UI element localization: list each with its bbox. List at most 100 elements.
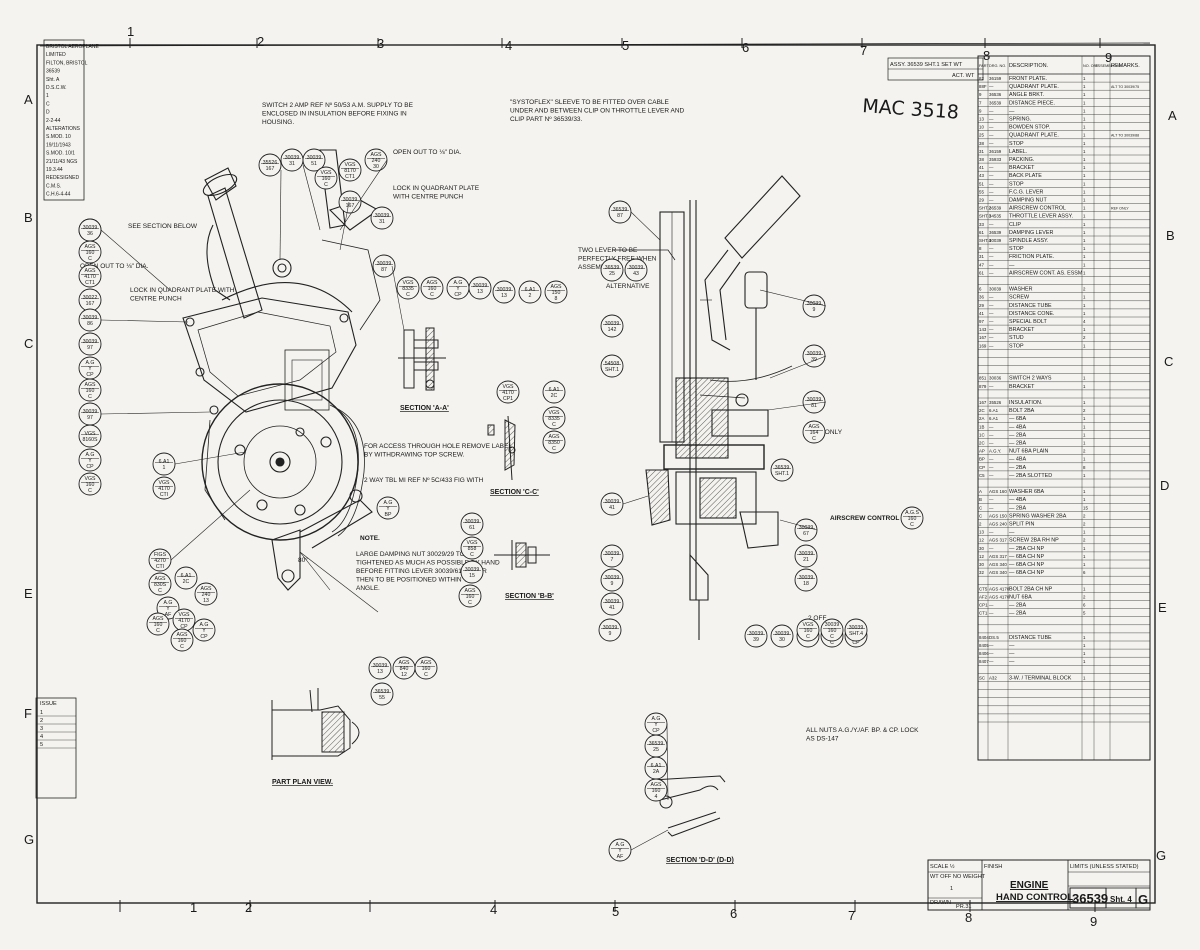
table-cell: 3-W. / TERMINAL BLOCK bbox=[1009, 675, 1072, 681]
table-cell: ANGLE BRKT. bbox=[1009, 92, 1044, 98]
balloon-text: 8335 bbox=[402, 286, 414, 292]
table-cell: 1 bbox=[1083, 643, 1086, 648]
table-cell: 1 bbox=[1083, 376, 1086, 381]
balloon-text: C bbox=[88, 394, 92, 400]
section-c-c-title: SECTION 'C-C' bbox=[490, 489, 539, 496]
table-cell: 31 bbox=[979, 149, 984, 154]
balloon-text: SHT.1 bbox=[605, 367, 619, 373]
table-cell: AGS 317 bbox=[989, 538, 1007, 543]
balloon-text: 30039 bbox=[807, 301, 822, 307]
table-cell: 879 bbox=[979, 384, 987, 389]
table-cell: 9 bbox=[979, 92, 982, 97]
svg-text:5: 5 bbox=[622, 38, 629, 53]
balloon-text: 61 bbox=[469, 525, 475, 531]
table-cell: 8405 bbox=[979, 643, 989, 648]
balloon-text: 858 bbox=[468, 546, 477, 552]
note-switch: SWITCH 2 AMP REF Nº 50/53 A.M. SUPPLY TO… bbox=[262, 102, 414, 126]
issue-row: 5 bbox=[40, 742, 43, 748]
table-cell: 30039 bbox=[989, 238, 1002, 243]
balloon-text: 160 bbox=[86, 388, 95, 394]
balloon-text: 13 bbox=[477, 289, 483, 295]
table-cell: BACK PLATE bbox=[1009, 173, 1042, 179]
balloon-text: 30039 bbox=[377, 261, 392, 267]
table-cell: — bbox=[989, 530, 994, 535]
table-cell: NUT 6BA bbox=[1009, 594, 1032, 600]
balloon-text: 30039 bbox=[825, 622, 840, 628]
svg-text:E: E bbox=[24, 586, 33, 601]
balloon-text: 160 bbox=[178, 638, 187, 644]
balloon-text: Y bbox=[618, 848, 622, 854]
balloon-text: 21 bbox=[803, 557, 809, 563]
table-cell: — 2BA SLOTTED bbox=[1009, 473, 1052, 479]
balloon-text: 6.A1 bbox=[549, 387, 560, 393]
side-view-assembly bbox=[612, 175, 801, 640]
balloon-text: 30 bbox=[779, 637, 785, 643]
balloon-text: 142 bbox=[608, 327, 617, 333]
section-d-d-title: SECTION 'D-D' (D-D) bbox=[666, 857, 734, 864]
table-cell: 1C bbox=[979, 432, 985, 437]
balloon-text: 13 bbox=[501, 293, 507, 299]
balloon-text: Y bbox=[166, 606, 170, 612]
issue-row: 2 bbox=[40, 718, 43, 724]
table-cell: 8 bbox=[979, 246, 982, 251]
revision-strip-line: D bbox=[46, 110, 50, 116]
table-cell: 2 bbox=[1083, 513, 1086, 518]
table-cell: 1 bbox=[1083, 327, 1086, 332]
table-cell: CP bbox=[979, 465, 985, 470]
balloon-text: 15 bbox=[469, 573, 475, 579]
finish-label: FINISH bbox=[984, 864, 1002, 870]
balloon-text: 30039 bbox=[285, 155, 300, 161]
table-cell: — bbox=[989, 303, 994, 308]
table-cell: 1 bbox=[1083, 424, 1086, 429]
balloon-text: A.G.S bbox=[905, 510, 919, 516]
table-cell: AGS 340 bbox=[989, 570, 1007, 575]
table-cell: PACKING. bbox=[1009, 157, 1034, 163]
table-cell: — 6BA CH NP bbox=[1009, 570, 1044, 576]
table-cell: 1 bbox=[1083, 303, 1086, 308]
table-cell: — bbox=[1009, 530, 1015, 536]
balloon-text: 30039 bbox=[603, 625, 618, 631]
table-cell: 10 bbox=[979, 125, 984, 130]
note-airscrew: AIRSCREW CONTROL bbox=[830, 515, 899, 522]
balloon-text: VGS bbox=[159, 480, 170, 486]
balloon-text: 30039 bbox=[497, 287, 512, 293]
balloon-text: 2C bbox=[551, 393, 558, 399]
issue-row: 1 bbox=[40, 710, 43, 716]
revision-strip-line: REDESIGNED bbox=[46, 175, 79, 181]
table-cell: 29 bbox=[979, 303, 984, 308]
revision-strip-line: S.MOD. 10/1 bbox=[46, 151, 75, 157]
svg-text:2: 2 bbox=[257, 34, 264, 49]
section-b-b-title: SECTION 'B-B' bbox=[505, 593, 554, 600]
table-cell: BP bbox=[979, 457, 985, 462]
table-cell: BOWDEN STOP. bbox=[1009, 125, 1050, 131]
table-cell: 1 bbox=[1083, 238, 1086, 243]
table-cell: BRACKET bbox=[1009, 384, 1035, 390]
table-cell: AGS 4170 bbox=[989, 594, 1010, 599]
balloon-text: C bbox=[806, 634, 810, 640]
table-cell: — bbox=[989, 335, 994, 340]
table-cell: 51 bbox=[979, 181, 984, 186]
svg-text:2: 2 bbox=[245, 900, 252, 915]
balloon-text: 36539 bbox=[613, 207, 628, 213]
balloon-text: 6.A1 bbox=[159, 459, 170, 465]
table-cell: 97 bbox=[979, 319, 984, 324]
balloon-text: 167 bbox=[86, 301, 95, 307]
table-cell: — bbox=[989, 254, 994, 259]
balloon-text: 87 bbox=[617, 213, 623, 219]
table-cell: 1 bbox=[1083, 546, 1086, 551]
